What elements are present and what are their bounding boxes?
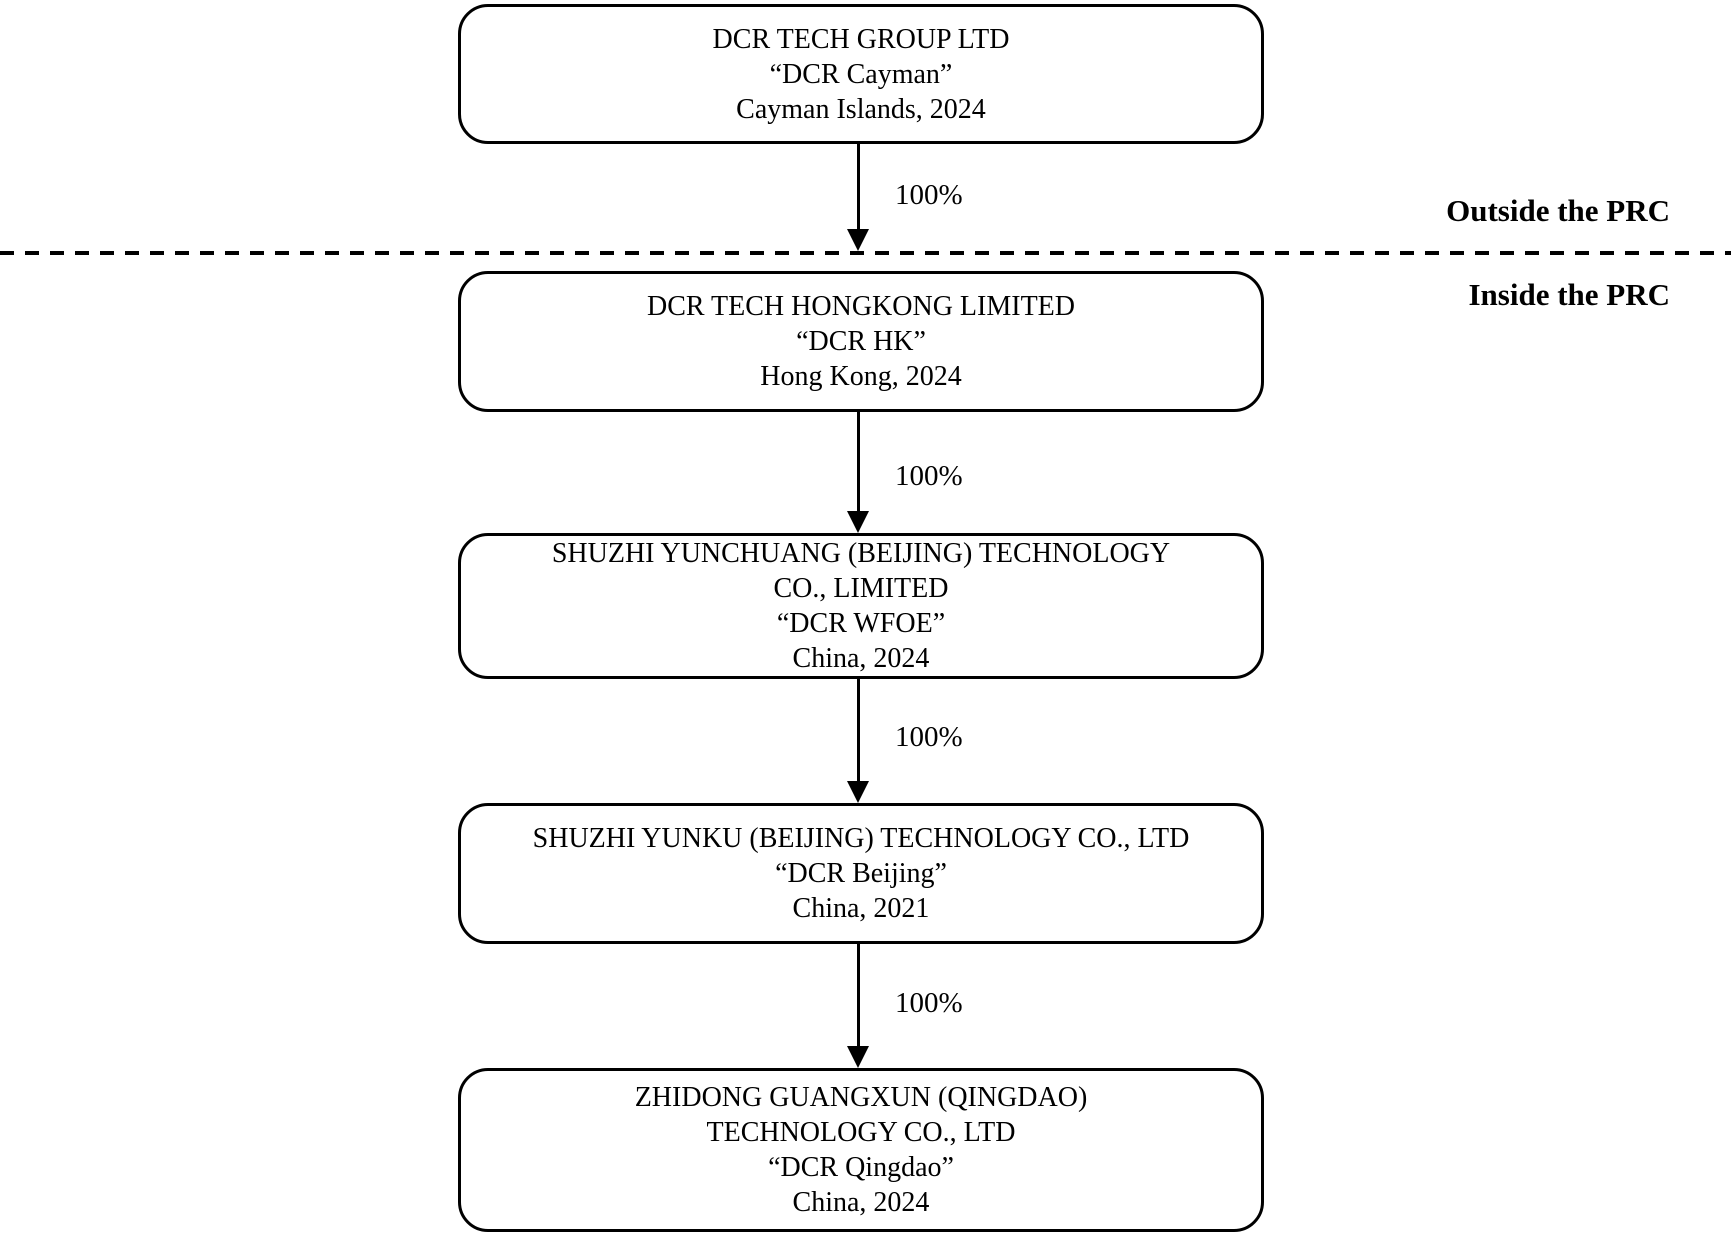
arrow-head-icon <box>847 229 869 251</box>
entity-alias: “DCR Qingdao” <box>768 1152 954 1183</box>
prc-boundary-dashed-line <box>0 251 1731 255</box>
entity-jurisdiction-year: China, 2021 <box>792 893 930 924</box>
entity-jurisdiction-year: China, 2024 <box>792 643 930 674</box>
region-label-inside-prc: Inside the PRC <box>1468 277 1670 312</box>
arrow-head-icon <box>847 781 869 803</box>
entity-name: SHUZHI YUNKU (BEIJING) TECHNOLOGY CO., L… <box>532 823 1190 854</box>
entity-box-dcr-wfoe: SHUZHI YUNCHUANG (BEIJING) TECHNOLOGY CO… <box>458 533 1264 679</box>
entity-box-dcr-hk: DCR TECH HONGKONG LIMITED “DCR HK” Hong … <box>458 271 1264 412</box>
entity-box-dcr-beijing: SHUZHI YUNKU (BEIJING) TECHNOLOGY CO., L… <box>458 803 1264 944</box>
entity-alias: “DCR HK” <box>796 326 926 357</box>
ownership-percentage-label: 100% <box>895 987 963 1019</box>
entity-name: DCR TECH GROUP LTD <box>712 23 1010 55</box>
arrow-head-icon <box>847 511 869 533</box>
ownership-arrow-2 <box>847 412 869 533</box>
region-label-outside-prc: Outside the PRC <box>1446 193 1670 228</box>
entity-jurisdiction-year: China, 2024 <box>792 1187 930 1218</box>
arrow-line <box>856 679 860 789</box>
ownership-arrow-4 <box>847 944 869 1068</box>
arrow-line <box>856 144 860 237</box>
entity-box-dcr-qingdao: ZHIDONG GUANGXUN (QINGDAO) TECHNOLOGY CO… <box>458 1068 1264 1232</box>
ownership-arrow-3 <box>847 679 869 803</box>
arrow-line <box>856 412 860 519</box>
ownership-arrow-1 <box>847 144 869 251</box>
arrow-head-icon <box>847 1046 869 1068</box>
entity-alias: “DCR Beijing” <box>775 858 947 889</box>
ownership-percentage-label: 100% <box>895 179 963 211</box>
entity-alias: “DCR WFOE” <box>776 608 946 639</box>
entity-box-dcr-cayman: DCR TECH GROUP LTD “DCR Cayman” Cayman I… <box>458 4 1264 144</box>
arrow-line <box>856 944 860 1054</box>
entity-name: SHUZHI YUNCHUANG (BEIJING) TECHNOLOGY CO… <box>551 538 1171 604</box>
entity-alias: “DCR Cayman” <box>769 58 953 90</box>
entity-jurisdiction-year: Cayman Islands, 2024 <box>736 93 986 125</box>
ownership-percentage-label: 100% <box>895 721 963 753</box>
ownership-percentage-label: 100% <box>895 460 963 492</box>
entity-name: ZHIDONG GUANGXUN (QINGDAO) TECHNOLOGY CO… <box>634 1082 1088 1148</box>
entity-name: DCR TECH HONGKONG LIMITED <box>646 291 1075 322</box>
entity-jurisdiction-year: Hong Kong, 2024 <box>760 361 962 392</box>
